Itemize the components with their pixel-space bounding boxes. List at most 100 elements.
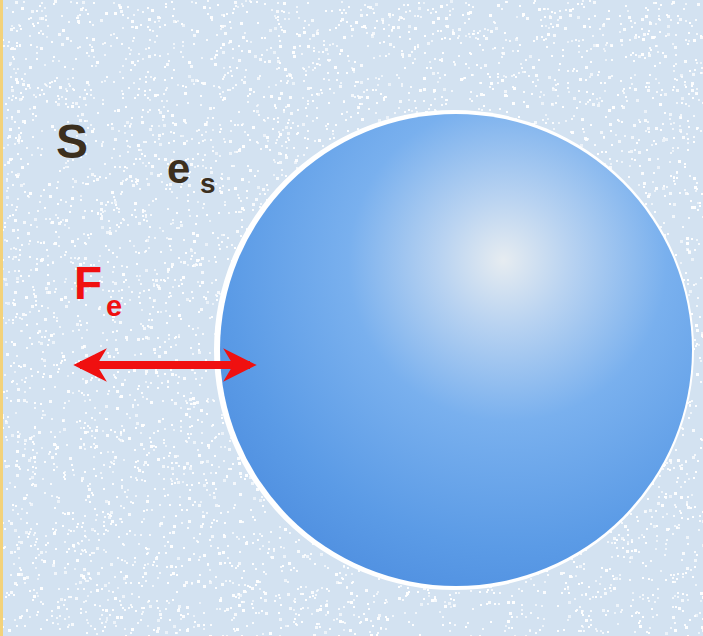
noise-speck — [36, 323, 38, 325]
noise-speck — [680, 467, 683, 470]
noise-speck — [222, 91, 224, 93]
noise-speck — [650, 49, 652, 51]
noise-speck — [18, 541, 20, 543]
noise-speck — [119, 247, 121, 249]
noise-speck — [444, 605, 447, 608]
noise-speck — [415, 612, 417, 614]
noise-speck — [61, 43, 64, 46]
noise-speck — [678, 524, 680, 526]
noise-speck — [656, 535, 658, 537]
noise-speck — [59, 86, 62, 89]
noise-speck — [44, 7, 46, 9]
noise-speck — [667, 33, 670, 36]
noise-speck — [353, 71, 355, 73]
noise-speck — [70, 596, 72, 598]
noise-speck — [77, 588, 79, 590]
noise-speck — [96, 426, 98, 428]
noise-speck — [202, 523, 204, 525]
noise-speck — [64, 474, 66, 476]
noise-speck — [325, 48, 328, 51]
noise-speck — [93, 443, 95, 445]
noise-speck — [46, 291, 49, 294]
noise-speck — [89, 483, 91, 485]
noise-speck — [353, 614, 355, 616]
noise-speck — [401, 85, 403, 87]
noise-speck — [105, 405, 108, 408]
noise-speck — [93, 56, 95, 58]
noise-speck — [439, 611, 441, 613]
noise-speck — [113, 148, 115, 150]
noise-speck — [332, 133, 334, 135]
noise-speck — [471, 100, 473, 102]
noise-speck — [112, 451, 114, 453]
noise-speck — [173, 8, 175, 10]
noise-speck — [615, 577, 618, 580]
noise-speck — [179, 496, 181, 498]
noise-speck — [215, 488, 217, 490]
noise-speck — [101, 143, 103, 145]
noise-speck — [365, 618, 368, 621]
noise-speck — [54, 0, 57, 3]
noise-speck — [154, 54, 156, 56]
noise-speck — [375, 3, 378, 6]
noise-speck — [106, 76, 108, 78]
noise-speck — [361, 26, 363, 28]
noise-speck — [5, 465, 8, 468]
noise-speck — [676, 79, 678, 81]
noise-speck — [154, 237, 156, 239]
noise-speck — [377, 84, 379, 86]
noise-speck — [126, 266, 128, 268]
noise-speck — [631, 136, 634, 139]
noise-speck — [140, 443, 143, 446]
noise-speck — [202, 159, 204, 161]
noise-speck — [373, 57, 375, 59]
noise-speck — [68, 83, 70, 85]
noise-speck — [232, 87, 234, 89]
noise-speck — [468, 67, 470, 69]
noise-speck — [263, 571, 265, 573]
noise-speck — [156, 273, 158, 275]
noise-speck — [578, 51, 580, 53]
noise-speck — [91, 552, 93, 554]
noise-speck — [470, 590, 472, 592]
noise-speck — [673, 467, 675, 469]
noise-speck — [64, 402, 66, 404]
noise-speck — [594, 144, 596, 146]
noise-speck — [180, 614, 182, 616]
noise-speck — [49, 451, 51, 453]
noise-speck — [221, 14, 223, 16]
noise-speck — [163, 124, 166, 127]
noise-speck — [7, 302, 10, 305]
noise-speck — [41, 559, 43, 561]
noise-speck — [108, 582, 110, 584]
noise-speck — [610, 584, 612, 586]
noise-speck — [338, 608, 340, 610]
noise-speck — [669, 203, 671, 205]
noise-speck — [685, 103, 687, 105]
noise-speck — [132, 40, 134, 42]
noise-speck — [18, 142, 20, 144]
noise-speck — [115, 625, 117, 627]
noise-speck — [590, 73, 593, 76]
noise-speck — [72, 392, 74, 394]
noise-speck — [68, 400, 70, 402]
noise-speck — [152, 585, 154, 587]
noise-speck — [35, 541, 37, 543]
noise-speck — [152, 279, 154, 281]
noise-speck — [209, 569, 211, 571]
noise-speck — [654, 211, 656, 213]
noise-speck — [100, 202, 103, 205]
noise-speck — [81, 337, 83, 339]
noise-speck — [112, 471, 114, 473]
noise-speck — [442, 624, 444, 626]
noise-speck — [217, 4, 219, 6]
noise-speck — [41, 2, 43, 4]
noise-speck — [335, 573, 338, 576]
noise-speck — [305, 70, 307, 72]
noise-speck — [91, 377, 93, 379]
noise-speck — [673, 86, 675, 88]
noise-speck — [126, 167, 128, 169]
noise-speck — [305, 74, 307, 76]
noise-speck — [264, 599, 267, 602]
noise-speck — [84, 549, 86, 551]
